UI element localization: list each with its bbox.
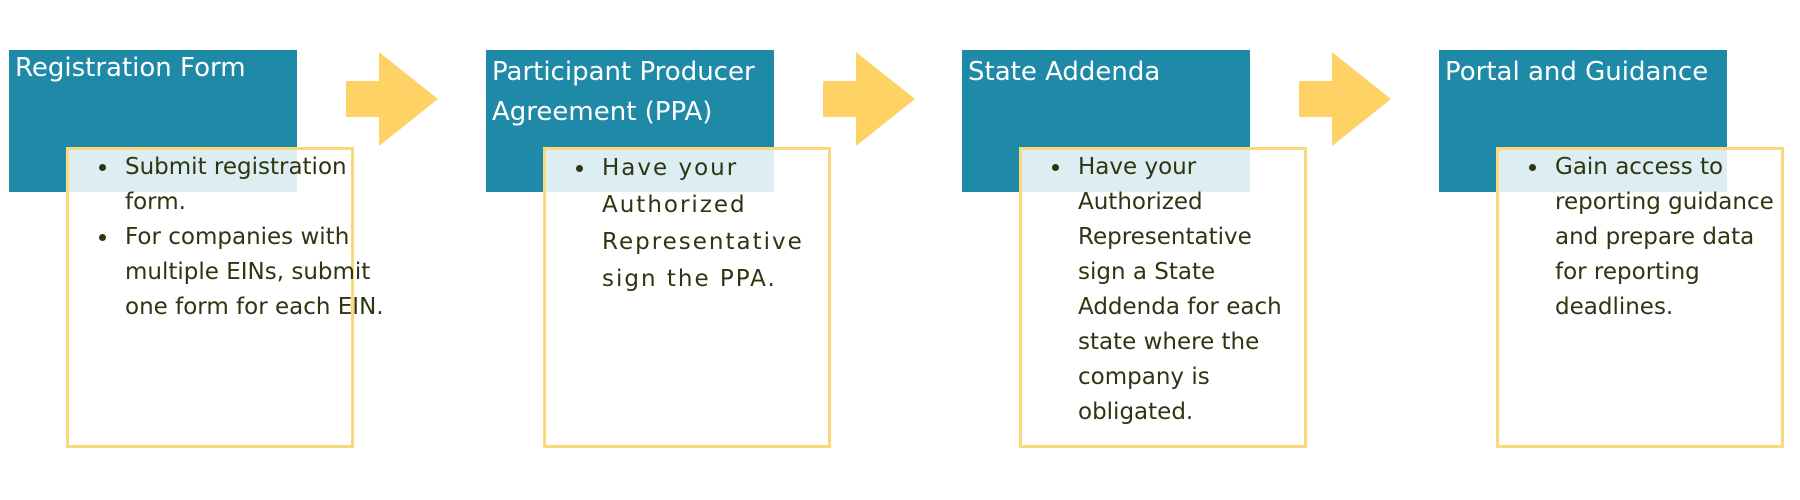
step-bullet-list: Have your Authorized Representative sign…: [574, 150, 846, 298]
step-title: State Addenda: [968, 57, 1161, 87]
step-title: Portal and Guidance: [1445, 57, 1709, 87]
step-bullet-list: Gain access to reporting guidance and pr…: [1527, 150, 1784, 325]
arrow-right-icon: [1299, 52, 1391, 146]
step-body-box: [1019, 147, 1307, 448]
step-body-box: [1496, 147, 1784, 448]
list-item: Gain access to reporting guidance and pr…: [1549, 150, 1784, 325]
list-item: Submit registration form.: [119, 150, 389, 220]
step-title: Registration Form: [15, 53, 246, 83]
step-body-box: [66, 147, 354, 448]
arrow-right-icon: [346, 52, 438, 146]
step-participant-producer-agreement: Participant Producer Agreement (PPA) Hav…: [486, 0, 846, 500]
step-bullet-list: Have your Authorized Representative sign…: [1050, 150, 1302, 430]
step-portal-and-guidance: Portal and Guidance Gain access to repor…: [1439, 0, 1799, 500]
step-registration-form: Registration Form Submit registration fo…: [9, 0, 384, 500]
list-item: Have your Authorized Representative sign…: [596, 150, 846, 298]
step-state-addenda: State Addenda Have your Authorized Repre…: [962, 0, 1322, 500]
list-item: For companies with multiple EINs, submit…: [119, 220, 389, 325]
arrow-right-icon: [823, 52, 915, 146]
step-bullet-list: Submit registration form. For companies …: [97, 150, 389, 325]
list-item: Have your Authorized Representative sign…: [1072, 150, 1302, 430]
step-body-box: [543, 147, 831, 448]
step-title: Participant Producer Agreement (PPA): [492, 57, 755, 127]
